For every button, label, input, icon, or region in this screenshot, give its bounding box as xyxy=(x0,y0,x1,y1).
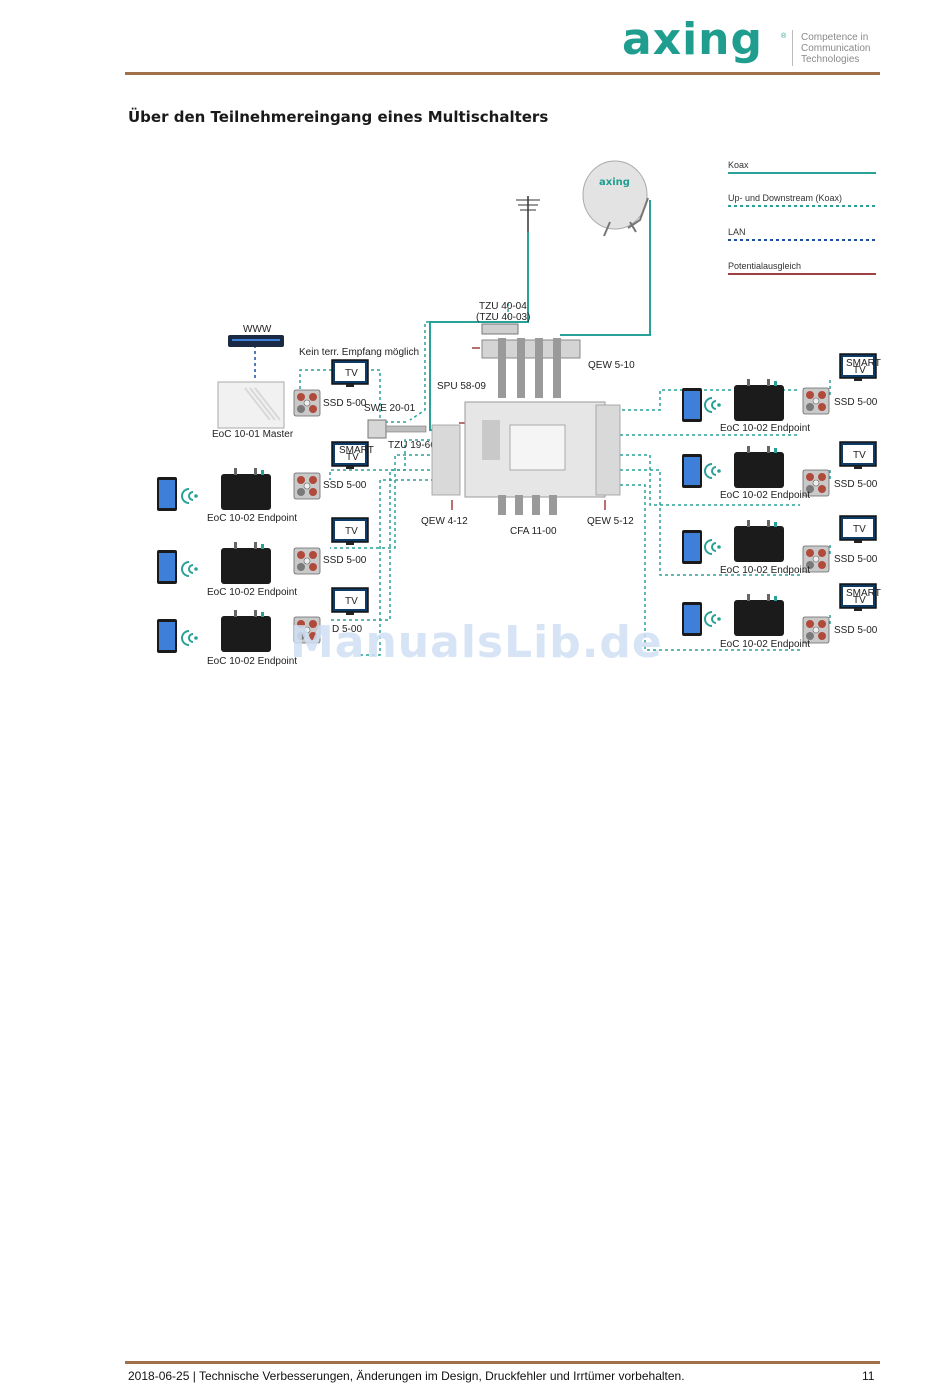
ssd-right-2-label: SSD 5-00 xyxy=(834,479,878,490)
tagline-line-2: Communication xyxy=(801,43,871,54)
endpoint-left-3 xyxy=(221,542,271,584)
swe-label: SWE 20-01 xyxy=(364,403,416,414)
endpoint-right-4-label: EoC 10-02 Endpoint xyxy=(720,639,810,650)
page-number: 11 xyxy=(862,1369,875,1383)
spu-multiswitch xyxy=(431,401,621,515)
header-rule xyxy=(125,72,880,75)
logo-separator xyxy=(792,30,793,66)
endpoint-right-4 xyxy=(734,594,784,636)
legend-updown-label: Up- und Downstream (Koax) xyxy=(728,193,842,203)
ssd-right-1 xyxy=(802,387,830,415)
wifi-left-2 xyxy=(181,488,199,504)
wifi-right-2 xyxy=(704,463,722,479)
phone-right-4 xyxy=(682,602,702,636)
watermark: ManualsLib.de xyxy=(290,617,663,668)
qew510-label: QEW 5-10 xyxy=(588,360,635,371)
smart-tv-right-4-smart: SMART xyxy=(846,588,881,599)
tzu1966-label: TZU 19-66 xyxy=(388,440,436,451)
tzu4003-label: (TZU 40-03) xyxy=(476,312,530,323)
endpoint-right-2-label: EoC 10-02 Endpoint xyxy=(720,490,810,501)
endpoint-right-3-label: EoC 10-02 Endpoint xyxy=(720,565,810,576)
kein-label: Kein terr. Empfang möglich xyxy=(299,347,419,358)
endpoint-left-3-label: EoC 10-02 Endpoint xyxy=(207,587,297,598)
endpoint-left-2-label: EoC 10-02 Endpoint xyxy=(207,513,297,524)
phone-left-4 xyxy=(157,619,177,653)
endpoint-right-2 xyxy=(734,446,784,488)
dish-logo: axing xyxy=(599,177,630,188)
endpoint-left-4 xyxy=(221,610,271,652)
legend: Koax Up- und Downstream (Koax) LAN Poten… xyxy=(728,160,876,275)
ssd-left-4-label: D 5-00 xyxy=(332,624,362,635)
tzu-combiner xyxy=(481,323,519,335)
eoc-master-device xyxy=(217,381,285,429)
spu5809-label: SPU 58-09 xyxy=(437,381,486,392)
qew412-label: QEW 4-12 xyxy=(421,516,468,527)
tzu4004-label: TZU 40-04 xyxy=(479,301,527,312)
endpoint-right-1 xyxy=(734,379,784,421)
phone-left-3 xyxy=(157,550,177,584)
registered-mark: ® xyxy=(781,33,787,40)
tv-left-3-label: TV xyxy=(345,526,358,537)
qew510-device xyxy=(481,338,581,398)
ssd-left-1 xyxy=(293,389,321,417)
tagline-line-3: Technologies xyxy=(801,54,860,65)
wifi-left-4 xyxy=(181,630,199,646)
endpoint-left-4-label: EoC 10-02 Endpoint xyxy=(207,656,297,667)
wifi-right-3 xyxy=(704,539,722,555)
tv-right-2-label: TV xyxy=(853,450,866,461)
tv-left-4-label: TV xyxy=(345,596,358,607)
installation-diagram: Koax Up- und Downstream (Koax) LAN Poten… xyxy=(157,160,881,668)
phone-right-2 xyxy=(682,454,702,488)
legend-koax-label: Koax xyxy=(728,160,749,170)
www-router xyxy=(228,335,284,347)
www-label: WWW xyxy=(243,324,272,335)
wifi-right-4 xyxy=(704,611,722,627)
ssd-left-2 xyxy=(293,472,321,500)
phone-left-2 xyxy=(157,477,177,511)
wifi-right-1 xyxy=(704,397,722,413)
ssd-right-3-label: SSD 5-00 xyxy=(834,554,878,565)
tv-right-3-label: TV xyxy=(853,524,866,535)
cfa1100-label: CFA 11-00 xyxy=(510,526,557,537)
section-title: Über den Teilnehmereingang eines Multisc… xyxy=(128,108,549,126)
endpoint-right-3 xyxy=(734,520,784,562)
ssd-left-2-label: SSD 5-00 xyxy=(323,480,367,491)
smart-tv-left-2-smart: SMART xyxy=(339,445,374,456)
swe-splitter xyxy=(367,419,427,439)
phone-right-3 xyxy=(682,530,702,564)
ssd-right-4-label: SSD 5-00 xyxy=(834,625,878,636)
endpoint-right-1-label: EoC 10-02 Endpoint xyxy=(720,423,810,434)
smart-tv-right-1-tv: TV xyxy=(853,365,866,376)
footer-text: 2018-06-25 | Technische Verbesserungen, … xyxy=(128,1369,685,1383)
axing-logo: axing xyxy=(622,14,763,65)
smart-tv-left-2-tv: TV xyxy=(346,452,359,463)
ssd-left-1-label: SSD 5-00 xyxy=(323,398,367,409)
tagline: Competence in Communication Technologies xyxy=(801,32,870,65)
tagline-line-1: Competence in xyxy=(801,32,869,43)
eoc-master-label: EoC 10-01 Master xyxy=(212,429,294,440)
smart-tv-right-1-smart: SMART xyxy=(846,358,881,369)
ssd-right-1-label: SSD 5-00 xyxy=(834,397,878,408)
satellite-dish: axing xyxy=(582,160,649,237)
ssd-left-3-label: SSD 5-00 xyxy=(323,555,367,566)
qew512-label: QEW 5-12 xyxy=(587,516,634,527)
tv-left-1-label: TV xyxy=(345,368,358,379)
endpoint-left-2 xyxy=(221,468,271,510)
legend-potential-label: Potentialausgleich xyxy=(728,261,801,271)
phone-right-1 xyxy=(682,388,702,422)
legend-lan-label: LAN xyxy=(728,227,746,237)
wifi-left-3 xyxy=(181,561,199,577)
ssd-left-3 xyxy=(293,547,321,575)
updown-lines xyxy=(299,300,831,656)
terrestrial-antenna xyxy=(516,196,540,232)
footer-rule xyxy=(125,1361,880,1364)
smart-tv-right-4-tv: TV xyxy=(853,595,866,606)
